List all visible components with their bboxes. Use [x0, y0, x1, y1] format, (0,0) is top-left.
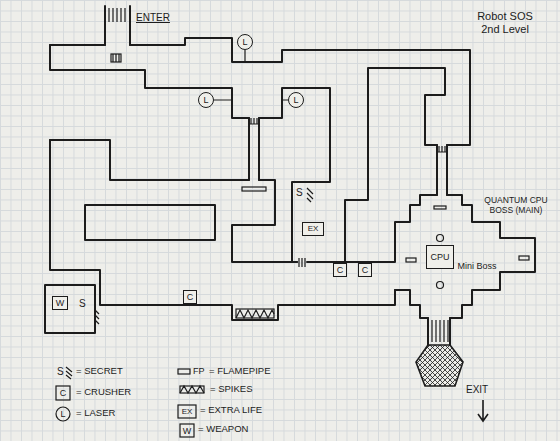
crusher-box: C: [333, 263, 347, 277]
legend-symbol: L: [56, 409, 70, 419]
node-text: C: [337, 266, 344, 275]
entrance-hatch: [109, 8, 125, 22]
laser-beam: [214, 50, 288, 100]
corridor-wall: [437, 145, 447, 195]
wall-island: [85, 205, 215, 240]
door-hatch: [299, 258, 305, 267]
corridor-wall: [307, 245, 395, 262]
node-text: CPU: [430, 253, 449, 262]
entrance-label: ENTER: [136, 12, 170, 24]
node-text: EX: [308, 225, 319, 233]
legend-symbol: C: [56, 388, 70, 398]
secret-marker: S: [79, 298, 86, 310]
corridor-wall: [50, 44, 105, 46]
spikes: [236, 310, 274, 318]
corridor-wall: [345, 68, 445, 262]
crusher-box: C: [183, 290, 197, 304]
corridor-wall: [50, 140, 249, 180]
exit-arrow: [478, 400, 488, 421]
legend-crusher-sample: [56, 386, 70, 400]
flamepipe: [406, 258, 416, 262]
spikes: [236, 309, 274, 318]
legend-text: = LASER: [76, 408, 115, 419]
spike-pit: [416, 345, 463, 386]
node-text: C: [362, 266, 369, 275]
legend-flamepipe-sample: [178, 369, 190, 374]
boss-turret: [437, 282, 444, 289]
corridor-wall: [50, 45, 249, 118]
legend-text: = SECRET: [76, 366, 123, 377]
legend-text: = WEAPON: [198, 424, 248, 435]
flamepipe: [519, 256, 529, 260]
corridor-wall: [130, 38, 470, 145]
extra-life-box: EX: [302, 222, 324, 236]
node-text: C: [187, 293, 194, 302]
secret-hatch: [307, 188, 313, 202]
exit-corridor: [428, 318, 450, 345]
mini-boss-label: Mini Boss: [457, 261, 497, 271]
door-hatch: [249, 118, 259, 124]
legend-extra-life-sample: [178, 405, 196, 418]
node-text: L: [242, 38, 247, 47]
legend-spikes-sample: [180, 386, 204, 393]
legend-text: = FLAMEPIPE: [209, 366, 271, 377]
exit-label: EXIT: [466, 384, 488, 396]
legend-text: = EXTRA LIFE: [200, 405, 262, 416]
boss-room-wall: [395, 290, 428, 318]
legend-symbol: S: [57, 366, 64, 378]
legend-symbol: EX: [178, 407, 196, 416]
corridor-wall: [50, 140, 395, 320]
node-text: L: [203, 96, 208, 105]
secret-hatch: [95, 310, 99, 324]
laser-circle: L: [288, 92, 304, 108]
legend-spikes-sample: [180, 386, 204, 393]
node-text: W: [56, 299, 65, 308]
secret-room: [45, 285, 95, 333]
cpu-box: CPU: [426, 245, 454, 269]
legend-text: = CRUSHER: [76, 387, 131, 398]
crusher-box: C: [358, 263, 372, 277]
laser-circle: L: [237, 34, 253, 50]
door-hatch: [437, 146, 447, 152]
flamepipe: [434, 206, 446, 209]
corridor-wall: [259, 88, 330, 262]
laser-circle: L: [198, 92, 214, 108]
flamepipe: [242, 187, 266, 191]
legend-symbol: FP: [193, 366, 205, 376]
boss-turret: [437, 235, 444, 242]
legend-weapon-sample: [180, 424, 194, 437]
hatched-block: [113, 54, 119, 62]
entrance-wall: [105, 6, 130, 45]
legend-laser-sample: [56, 407, 70, 421]
map-title: Robot SOS 2nd Level: [472, 10, 538, 35]
boss-label: QUANTUM CPU BOSS (MAIN): [478, 196, 554, 216]
exit-hatch: [432, 320, 448, 342]
corridor-wall: [249, 118, 259, 180]
node-text: L: [293, 96, 298, 105]
corridor-wall: [232, 180, 297, 262]
secret-marker: S: [296, 187, 303, 199]
boss-room-wall: [395, 195, 437, 245]
legend-secret-hatch: [66, 367, 72, 379]
legend-text: = SPIKES: [210, 384, 253, 395]
weapon-box: W: [52, 296, 68, 310]
hatched-block: [111, 54, 121, 62]
legend-symbol: W: [180, 426, 194, 436]
